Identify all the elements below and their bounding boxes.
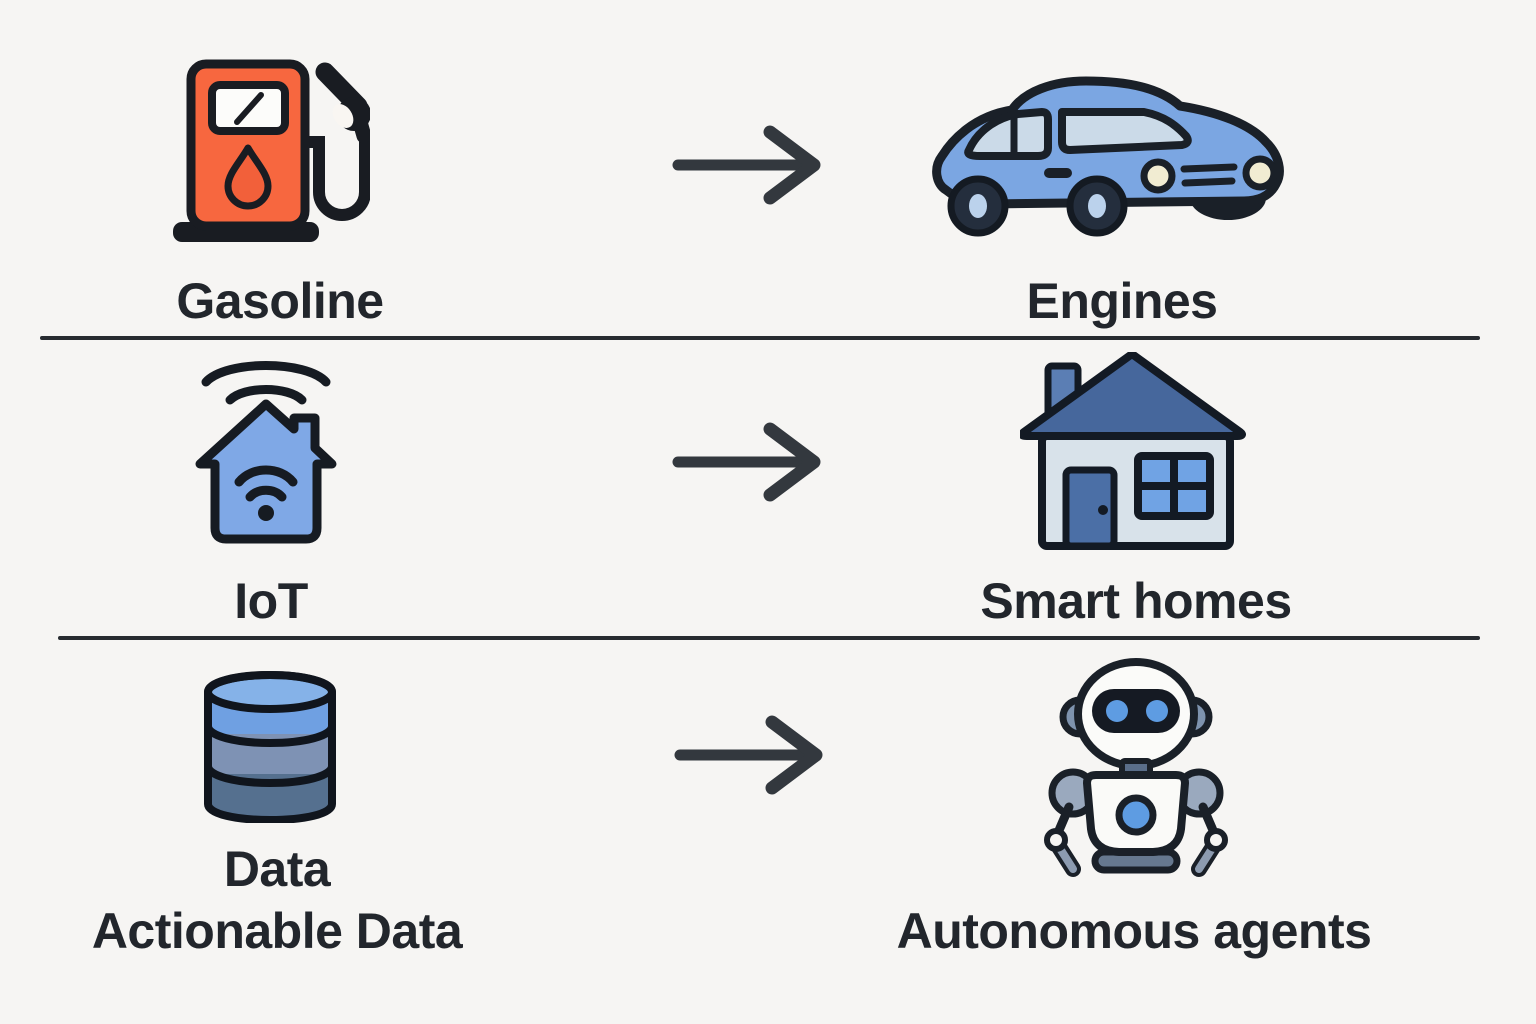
- source-label-iot: IoT: [234, 573, 308, 629]
- target-label-smart-homes: Smart homes: [980, 573, 1292, 629]
- target-label-engines: Engines: [1026, 273, 1218, 329]
- car-icon: [928, 72, 1288, 242]
- gas-pump-icon: [173, 58, 370, 242]
- row-divider-1: [40, 336, 1480, 340]
- robot-icon: [1035, 655, 1235, 880]
- database-icon: [200, 668, 340, 823]
- arrow-right-icon: [672, 422, 822, 502]
- source-label-gasoline: Gasoline: [176, 273, 384, 329]
- arrow-right-icon: [674, 715, 824, 795]
- arrow-right-icon: [672, 125, 822, 205]
- smart-home-icon: [1020, 352, 1248, 552]
- row-divider-2: [58, 636, 1480, 640]
- target-label-autonomous-agents: Autonomous agents: [896, 903, 1372, 959]
- source-label-actionable-data: Actionable Data: [91, 903, 463, 959]
- source-label-data: Data: [223, 841, 331, 897]
- iot-house-wifi-icon: [182, 358, 358, 554]
